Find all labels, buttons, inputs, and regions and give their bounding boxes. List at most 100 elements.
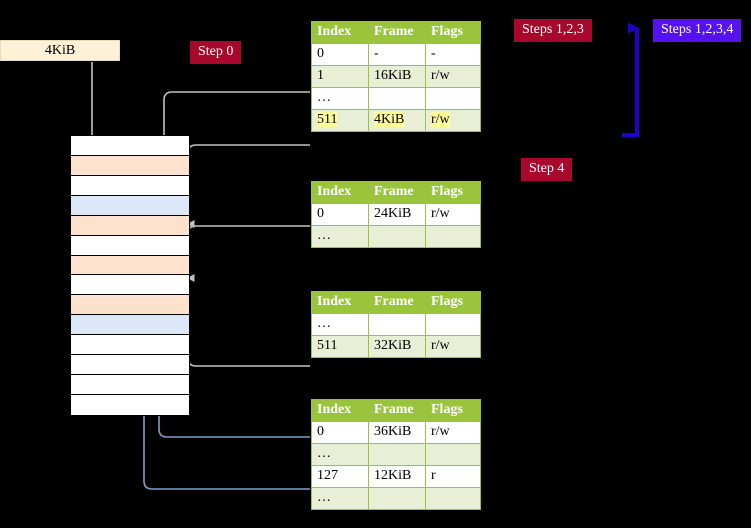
col-header-frame: Frame	[368, 181, 426, 204]
table-row: …	[311, 443, 481, 466]
cell-frame: 24KiB	[368, 203, 426, 226]
badge-steps-1234-label: Steps 1,2,3,4	[661, 22, 734, 37]
cell-index: …	[311, 87, 369, 110]
memory-frame-row	[71, 215, 189, 236]
cell-frame: 32KiB	[368, 335, 426, 358]
table-header-row: Index Frame Flags	[311, 181, 481, 204]
cell-index: …	[311, 225, 369, 248]
cell-index: …	[311, 487, 369, 510]
cell-flags: -	[425, 43, 481, 66]
col-header-index: Index	[311, 181, 369, 204]
cell-flags	[425, 87, 481, 110]
cell-flags	[425, 487, 481, 510]
table-header-row: Index Frame Flags	[311, 21, 481, 44]
col-header-index: Index	[311, 291, 369, 314]
table-row: 0--	[311, 43, 481, 66]
cell-flags	[425, 443, 481, 466]
memory-frame-row	[71, 355, 189, 376]
cell-frame	[368, 313, 426, 336]
memory-frame-row	[71, 295, 189, 316]
connector-l3-0	[187, 225, 310, 282]
cell-flags: r/w	[425, 421, 481, 444]
memory-frame-row	[71, 315, 189, 336]
cell-frame: 4KiB	[368, 109, 426, 132]
cell-flags: r/w	[425, 65, 481, 88]
cell-frame: 36KiB	[368, 421, 426, 444]
memory-frame-row	[71, 136, 189, 156]
cell-frame: -	[368, 43, 426, 66]
memory-frame-row	[71, 394, 189, 415]
cell-flags: r	[425, 465, 481, 488]
physical-memory-column	[70, 135, 190, 416]
cell-index: …	[311, 443, 369, 466]
frame-size-box: 4KiB	[0, 40, 120, 61]
cell-frame	[368, 225, 426, 248]
badge-steps-123: Steps 1,2,3	[514, 19, 592, 42]
cell-index: 511	[311, 109, 369, 132]
memory-frame-row	[71, 335, 189, 356]
col-header-frame: Frame	[368, 399, 426, 422]
cell-index: …	[311, 313, 369, 336]
badge-steps-123-label: Steps 1,2,3	[522, 22, 584, 37]
col-header-flags: Flags	[425, 291, 481, 314]
cell-index: 0	[311, 421, 369, 444]
memory-frame-row	[71, 195, 189, 216]
cell-index: 511	[311, 335, 369, 358]
badge-step-0-label: Step 0	[198, 44, 234, 59]
table-row: …	[311, 87, 481, 110]
table-row: …	[311, 225, 481, 248]
cell-frame	[368, 443, 426, 466]
cell-index: 0	[311, 203, 369, 226]
cell-flags: r/w	[425, 203, 481, 226]
cell-flags: r/w	[425, 335, 481, 358]
memory-frame-row	[71, 155, 189, 176]
col-header-frame: Frame	[368, 291, 426, 314]
cell-index: 127	[311, 465, 369, 488]
table-row: …	[311, 313, 481, 336]
cell-frame: 12KiB	[368, 465, 426, 488]
badge-step-4: Step 4	[521, 158, 573, 181]
badge-step-0: Step 0	[190, 41, 242, 64]
cell-frame: 16KiB	[368, 65, 426, 88]
col-header-flags: Flags	[425, 181, 481, 204]
memory-frame-row	[71, 255, 189, 276]
connector-l4-511	[187, 144, 310, 228]
cell-index: 0	[311, 43, 369, 66]
badge-step-4-label: Step 4	[529, 161, 565, 176]
col-header-frame: Frame	[368, 21, 426, 44]
col-header-index: Index	[311, 399, 369, 422]
steps-hook-arrow	[622, 22, 639, 137]
col-header-index: Index	[311, 21, 369, 44]
cell-index: 1	[311, 65, 369, 88]
connector-l2-511	[181, 314, 310, 367]
table-header-row: Index Frame Flags	[311, 399, 481, 422]
cell-flags: r/w	[425, 109, 481, 132]
badge-steps-1234: Steps 1,2,3,4	[653, 19, 742, 42]
cell-flags	[425, 313, 481, 336]
table-row: …	[311, 487, 481, 510]
memory-frame-row	[71, 375, 189, 395]
col-header-flags: Flags	[425, 21, 481, 44]
cell-frame	[368, 487, 426, 510]
frame-size-label: 4KiB	[44, 43, 76, 58]
col-header-flags: Flags	[425, 399, 481, 422]
memory-frame-row	[71, 275, 189, 296]
table-header-row: Index Frame Flags	[311, 291, 481, 314]
cell-flags	[425, 225, 481, 248]
cell-frame	[368, 87, 426, 110]
